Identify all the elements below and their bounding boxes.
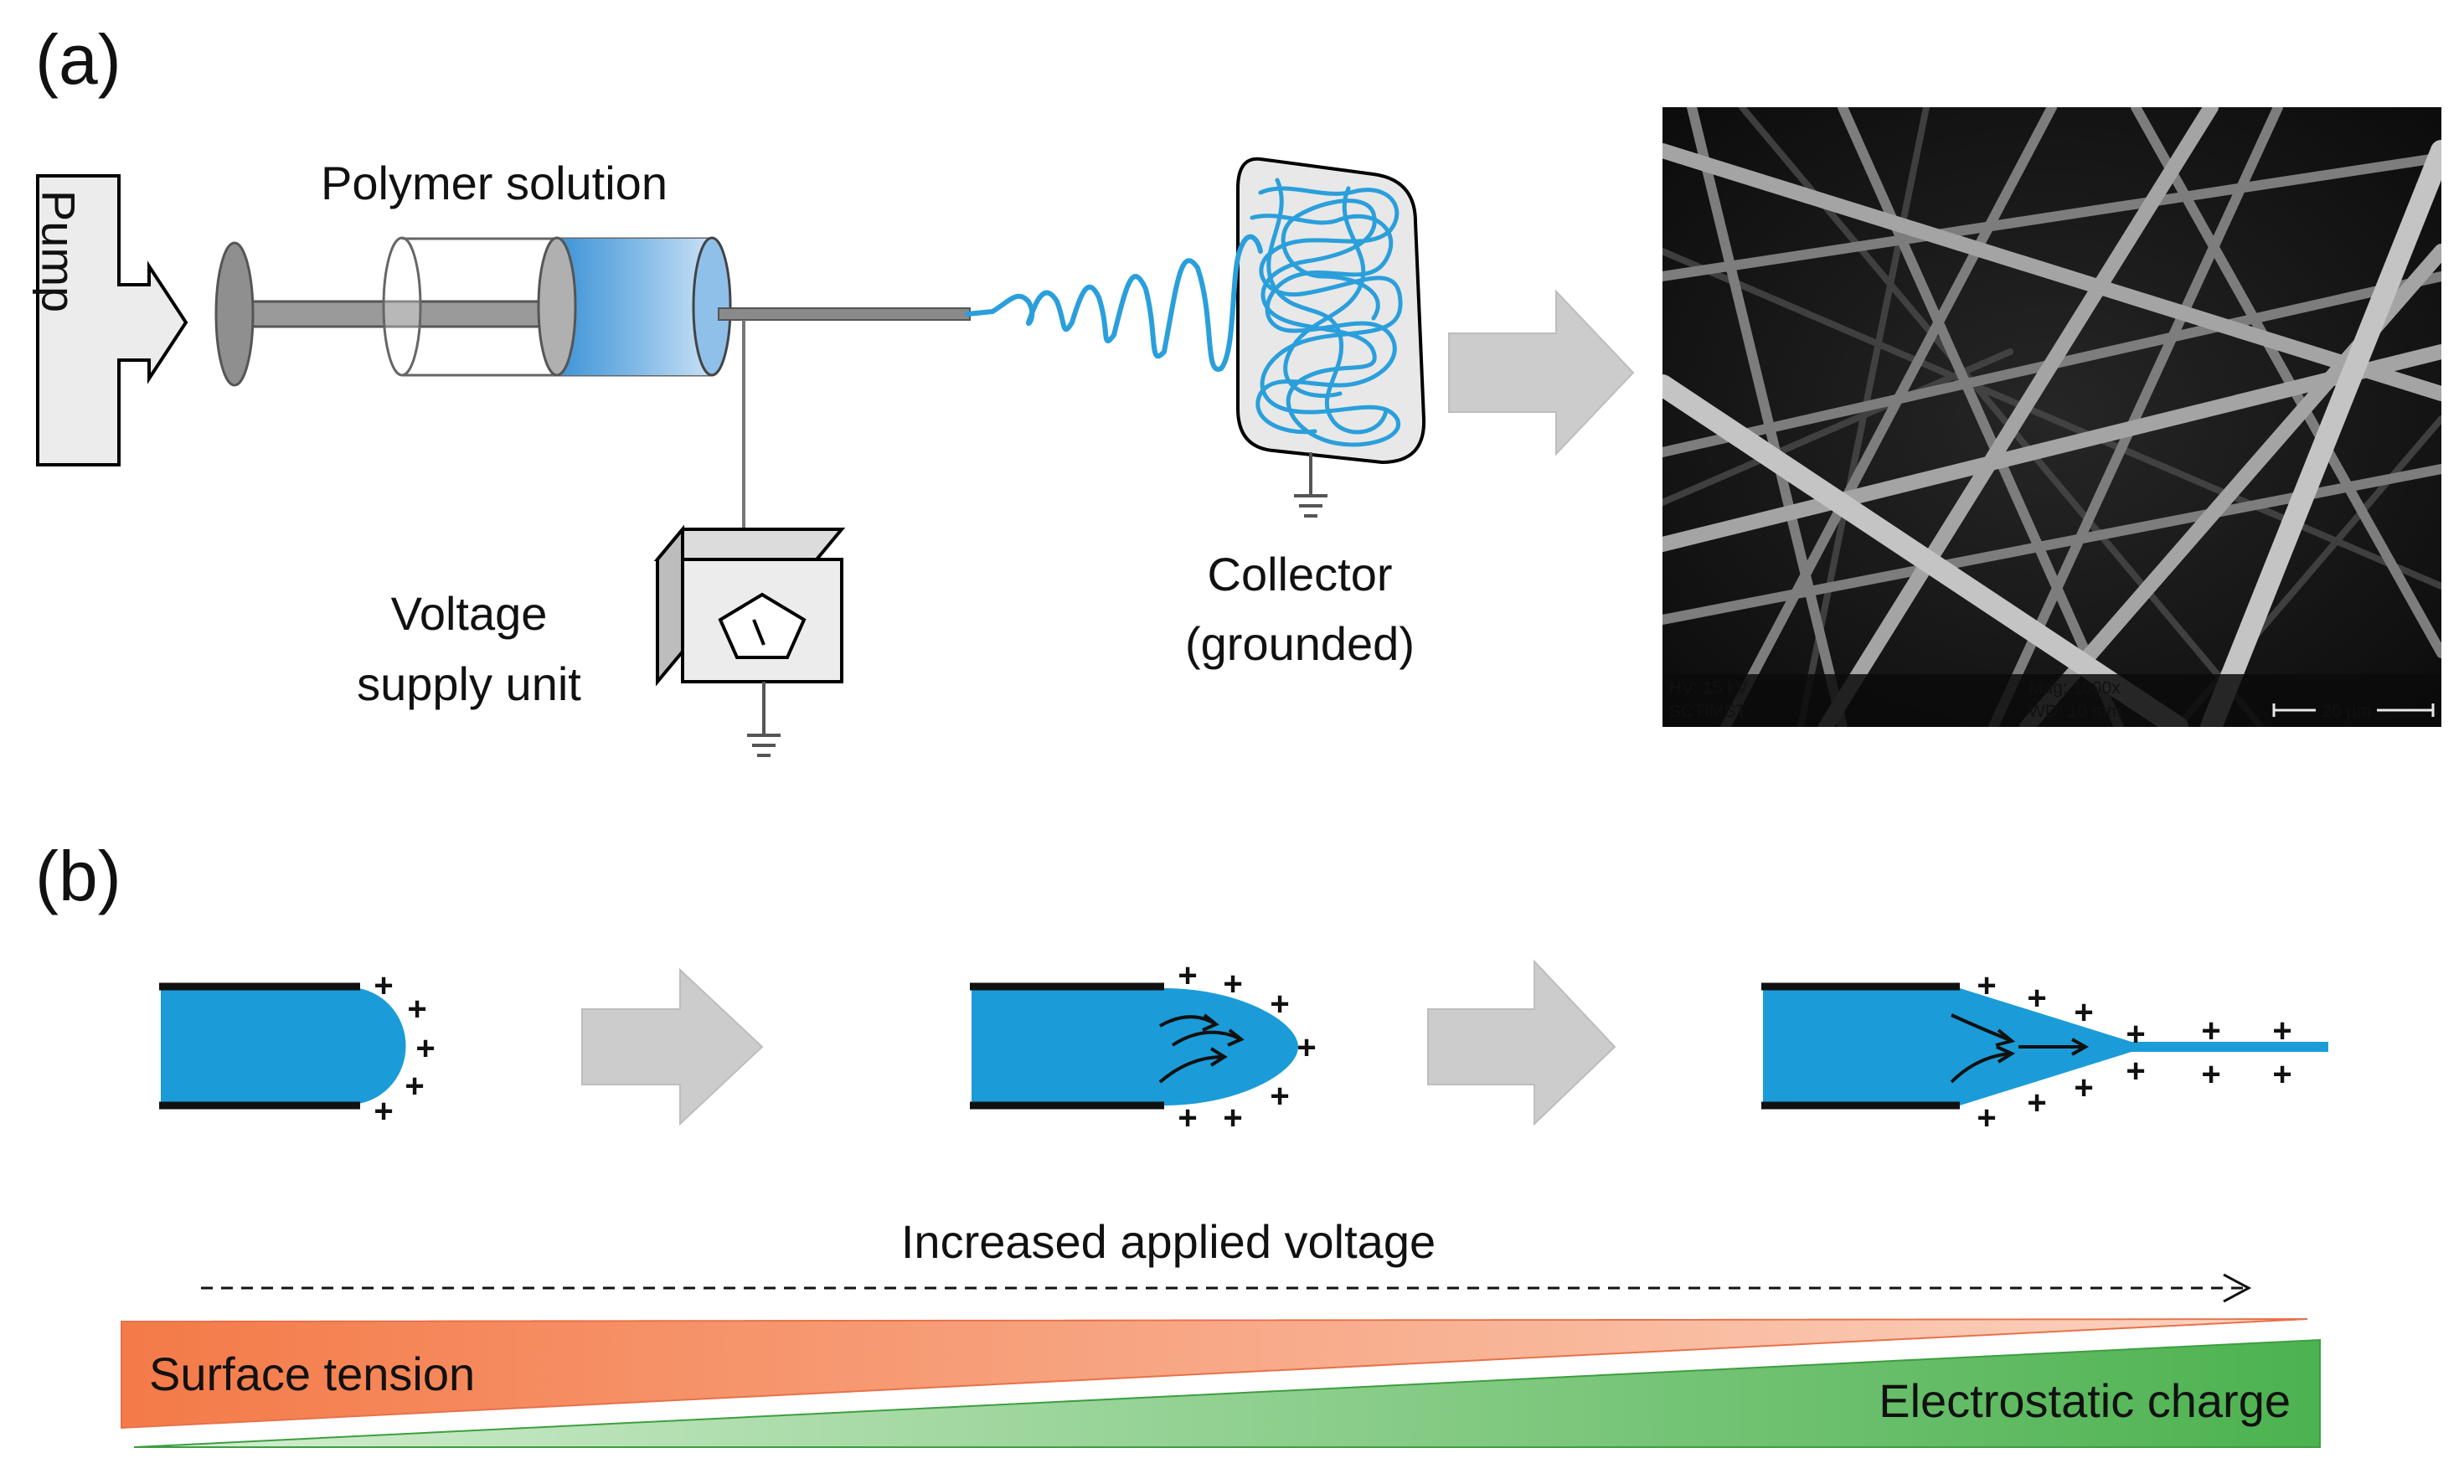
field-arrows-stage-2: [1158, 1013, 1245, 1084]
svg-text:+: +: [2272, 1056, 2291, 1093]
svg-text:+: +: [1977, 1100, 1996, 1136]
svg-text:+: +: [1270, 986, 1289, 1023]
sem-wd-label: WD: 10 mm: [2028, 702, 2121, 721]
svg-text:+: +: [2201, 1013, 2220, 1049]
charges-stage-3: + + + + + + + + + + + +: [1977, 967, 2291, 1136]
polymer-solution-label: Polymer solution: [321, 157, 668, 209]
sem-image: [1662, 107, 2441, 727]
charges-stage-2: + + + + + + +: [1178, 957, 1316, 1136]
svg-text:+: +: [2126, 1053, 2145, 1090]
svg-text:+: +: [2074, 994, 2093, 1031]
panel-a-label: (a): [35, 20, 121, 99]
voltage-axis-arrow-icon: [201, 1273, 2252, 1303]
voltage-supply-label-line2: supply unit: [357, 657, 581, 710]
voltage-supply-icon: [653, 524, 846, 687]
svg-text:+: +: [1178, 1100, 1197, 1136]
svg-text:+: +: [415, 1030, 435, 1067]
svg-text:+: +: [2027, 1085, 2046, 1121]
ground-symbol-supply: [747, 682, 781, 757]
pump-label: Pump: [33, 190, 85, 312]
sem-mag-label: Mag: 1000x: [2028, 678, 2121, 698]
sem-hv-label: HV: 15 kV: [1669, 678, 1748, 698]
panel-b-label: (b): [35, 837, 121, 915]
voltage-axis-label: Increased applied voltage: [901, 1215, 1436, 1268]
surface-tension-label: Surface tension: [149, 1347, 475, 1400]
svg-text:+: +: [407, 991, 426, 1028]
arrow-stage-1-to-2-icon: [581, 967, 764, 1126]
charges-stage-1: + + + + +: [374, 967, 435, 1130]
svg-text:+: +: [2201, 1056, 2220, 1093]
voltage-supply-label-line1: Voltage: [391, 587, 548, 640]
sem-scale-label: 20 µm: [2322, 702, 2372, 721]
svg-text:+: +: [1223, 1100, 1242, 1136]
svg-text:+: +: [2074, 1069, 2093, 1106]
electrostatic-charge-label: Electrostatic charge: [1879, 1374, 2291, 1427]
collector-label-line1: Collector: [1208, 548, 1393, 600]
syringe-icon: [214, 236, 971, 387]
droplet-stage-1: [159, 982, 406, 1110]
fiber-mat: [1250, 178, 1403, 447]
fiber-jet: [965, 234, 1263, 372]
pump-icon: [36, 174, 188, 466]
sem-institution-label: SCTIMST: [1669, 702, 1746, 721]
svg-text:+: +: [374, 1093, 393, 1130]
collector-label-line2: (grounded): [1185, 617, 1415, 670]
svg-text:+: +: [1223, 966, 1242, 1002]
sem-scale-bar: [2272, 703, 2435, 717]
svg-text:+: +: [1270, 1078, 1289, 1115]
svg-text:+: +: [1977, 967, 1996, 1004]
arrow-to-sem-icon: [1448, 289, 1635, 456]
svg-text:+: +: [1178, 957, 1197, 994]
electrostatic-charge-wedge: [133, 1338, 2321, 1448]
droplet-stage-2: [970, 982, 1298, 1110]
svg-text:+: +: [2126, 1016, 2145, 1053]
ground-symbol-collector: [1294, 452, 1327, 518]
svg-text:+: +: [405, 1068, 424, 1105]
svg-text:+: +: [1296, 1029, 1316, 1066]
svg-text:+: +: [2027, 980, 2046, 1017]
svg-text:+: +: [2272, 1013, 2291, 1049]
field-arrows-stage-3: [1950, 1013, 2090, 1084]
svg-text:+: +: [374, 967, 393, 1004]
surface-tension-wedge: [121, 1318, 2308, 1430]
arrow-stage-2-to-3-icon: [1427, 959, 1616, 1126]
